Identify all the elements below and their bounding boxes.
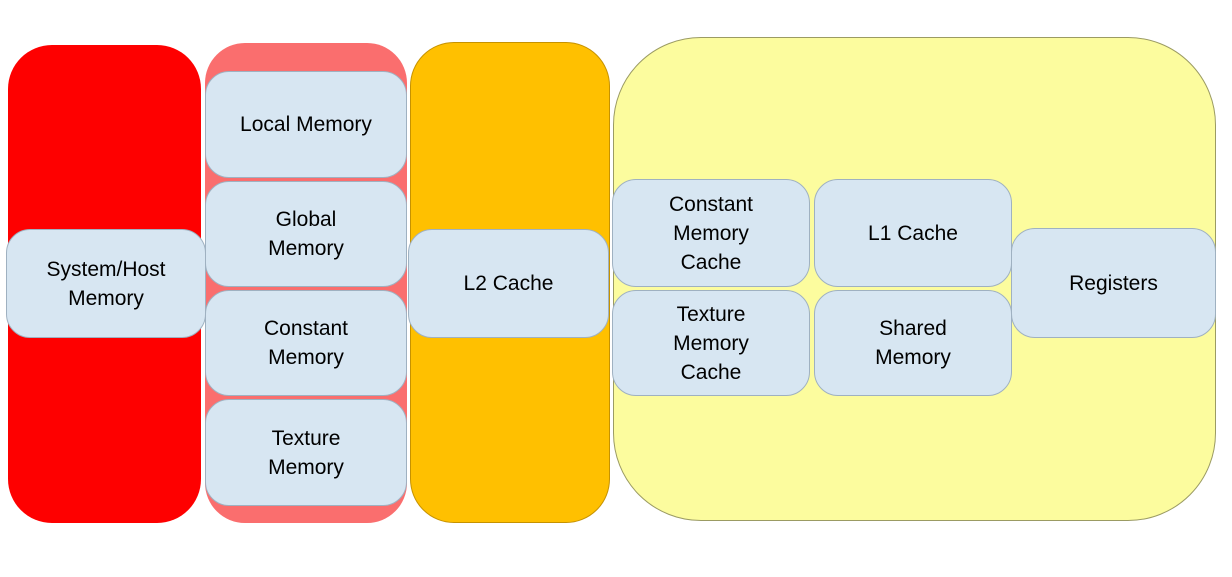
node-label: Constant Memory [263, 317, 349, 369]
node-constant-memory-cache: Constant Memory Cache [612, 179, 810, 287]
node-constant-memory: Constant Memory [205, 290, 407, 396]
node-l1-cache: L1 Cache [814, 179, 1012, 287]
node-shared-memory: Shared Memory [814, 290, 1012, 396]
node-label: Texture Memory Cache [673, 302, 749, 384]
node-label: L2 Cache [463, 272, 554, 295]
node-label: Texture Memory [268, 426, 344, 479]
node-system-host-memory: System/Host Memory [6, 229, 206, 338]
node-label: Local Memory [240, 113, 372, 136]
node-label: Global Memory [268, 208, 344, 260]
node-registers: Registers [1011, 228, 1216, 338]
node-label: System/Host Memory [46, 257, 166, 310]
node-l2-cache: L2 Cache [408, 229, 609, 338]
node-label: Shared Memory [875, 317, 951, 369]
node-label: L1 Cache [868, 221, 958, 245]
node-label: Registers [1069, 271, 1158, 295]
node-texture-memory: Texture Memory [205, 399, 407, 506]
node-global-memory: Global Memory [205, 181, 407, 287]
node-texture-memory-cache: Texture Memory Cache [612, 290, 810, 396]
node-label: Constant Memory Cache [668, 192, 754, 274]
node-local-memory: Local Memory [205, 71, 407, 178]
